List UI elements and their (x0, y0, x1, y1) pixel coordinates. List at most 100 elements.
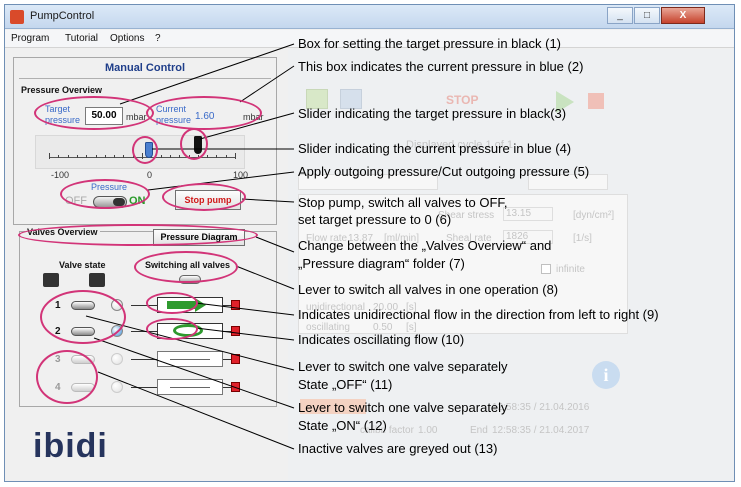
oscillating-unit: [s] (406, 322, 417, 333)
slider-tick (58, 155, 60, 158)
callout-5: Apply outgoing pressure/Cut outgoing pre… (298, 164, 590, 179)
current-pressure-unit: mbar (243, 112, 264, 122)
slider-tick (123, 155, 125, 158)
menu-bar: Program Tutorial Options ? (5, 30, 734, 48)
valve-4-state-knob (111, 381, 123, 393)
shear-rate-label: Sheal rate (446, 233, 492, 244)
slider-tick (104, 155, 106, 158)
fluidic-unit-setup-tab[interactable] (298, 174, 438, 190)
slider-tick (225, 155, 227, 158)
callout-7b: „Pressure diagram“ folder (7) (298, 256, 465, 271)
valve-2-state-knob (111, 325, 123, 337)
shear-rate-value: 1826 (503, 230, 553, 244)
current-pressure-label: Current pressure (156, 104, 192, 125)
callout-12b: State „ON“ (12) (298, 418, 387, 433)
slider-tick (216, 155, 218, 158)
infinite-checkbox[interactable] (541, 264, 551, 274)
calibr-label: calibr. factor (360, 425, 414, 436)
app-icon (10, 10, 24, 24)
callout-11a: Lever to switch one valve separately (298, 359, 508, 374)
slider-tick (86, 155, 88, 158)
end-date: 12:58:35 / 21.04.2017 (492, 425, 590, 436)
tab-valves-overview[interactable]: Valves Overview (25, 227, 100, 237)
valve-state-on-icon (89, 273, 105, 287)
valve-state-label: Valve state (59, 260, 106, 270)
callout-9: Indicates unidirectional flow in the dir… (298, 307, 659, 322)
valve-4-lever (71, 383, 95, 392)
shear-stress-unit: [dyn/cm²] (573, 210, 615, 221)
valve-1-lever[interactable] (71, 301, 95, 310)
slider-tick (160, 155, 162, 158)
maximize-button[interactable]: □ (634, 7, 660, 24)
callout-line-7 (255, 236, 295, 253)
menu-options[interactable]: Options (110, 33, 145, 44)
callout-line-9 (195, 302, 295, 316)
callout-line-10 (195, 327, 295, 341)
slider-tick (114, 155, 116, 158)
ibidi-logo: ibidi (33, 427, 108, 465)
flow-rate-unit: [ml/min] (384, 233, 419, 244)
play-icon[interactable] (556, 91, 574, 113)
pumpcontrol-window: PumpControl _ □ X Program Tutorial Optio… (4, 4, 735, 482)
valve-4-pipe-line (131, 387, 157, 388)
menu-program[interactable]: Program (11, 33, 50, 44)
unidirectional-unit: [s] (406, 302, 417, 313)
pressure-toggle-knob (113, 198, 125, 206)
oscillating-value: 0.50 (373, 322, 393, 333)
calibr-value: 1.00 (418, 425, 438, 436)
callout-line-8 (235, 265, 295, 290)
valve-3-state-knob (111, 353, 123, 365)
target-pressure-slider-thumb[interactable] (194, 136, 202, 154)
shear-rate-unit: [1/s] (573, 233, 592, 244)
callout-11b: State „OFF“ (11) (298, 377, 393, 392)
callout-8: Lever to switch all valves in one operat… (298, 282, 559, 297)
flow-rate-value: 13.87 (348, 233, 374, 244)
scale-mid: 0 (147, 170, 153, 180)
export-button[interactable] (300, 399, 366, 414)
slider-tick (67, 155, 69, 158)
callout-6b: set target pressure to 0 (6) (298, 212, 452, 227)
stop-icon[interactable] (588, 93, 604, 109)
callout-7a: Change between the „Valves Overview“ and (298, 238, 552, 253)
target-pressure-input[interactable]: 50.00 (85, 107, 123, 125)
stop-label[interactable]: STOP (446, 93, 479, 107)
slider-tick (235, 153, 236, 159)
callout-2: This box indicates the current pressure … (298, 59, 584, 74)
valve-1-state-knob (111, 299, 123, 311)
pressure-overview-label: Pressure Overview (21, 85, 103, 95)
valve-4-outlet (223, 387, 231, 388)
title-bar: PumpControl _ □ X (5, 5, 734, 29)
close-button[interactable]: X (661, 7, 705, 24)
scale-min: -100 (51, 170, 70, 180)
menu-help[interactable]: ? (155, 33, 161, 44)
open-icon[interactable] (306, 89, 328, 109)
valve-2-lever[interactable] (71, 327, 95, 336)
valve-number-3: 3 (55, 354, 61, 365)
valve-state-off-icon (43, 273, 59, 287)
oscillating-label: oscillating (306, 322, 350, 333)
callout-line-6 (241, 198, 295, 203)
minimize-button[interactable]: _ (607, 7, 633, 24)
flow-rate-label: Flow rate (306, 233, 348, 244)
shear-stress-value: 13.15 (503, 207, 553, 221)
slider-tick (197, 155, 199, 158)
unidirectional-value: 20.00 (373, 302, 399, 313)
right-panel: STOP Displayed cycle 1 of 1 Shear stress… (288, 49, 734, 481)
info-icon[interactable]: i (592, 361, 620, 389)
menu-tutorial[interactable]: Tutorial (65, 33, 98, 44)
advanced-tab[interactable] (528, 174, 608, 190)
callout-3: Slider indicating the target pressure in… (298, 106, 567, 121)
switch-all-valves-lever[interactable] (179, 275, 201, 284)
unidirectional-flow-arrow-icon (167, 301, 195, 309)
target-pressure-unit: mbar (126, 112, 147, 122)
infinite-label: infinite (556, 264, 585, 275)
callout-line-13 (97, 371, 295, 450)
callout-line-3 (199, 112, 295, 140)
save-icon[interactable] (340, 89, 362, 109)
callout-line-12 (93, 337, 295, 409)
valve-3-lever (71, 355, 95, 364)
pressure-off-label: OFF (65, 195, 87, 207)
shear-stress-label: Shear stress (438, 210, 495, 221)
target-pressure-label: Target pressure (45, 104, 81, 125)
